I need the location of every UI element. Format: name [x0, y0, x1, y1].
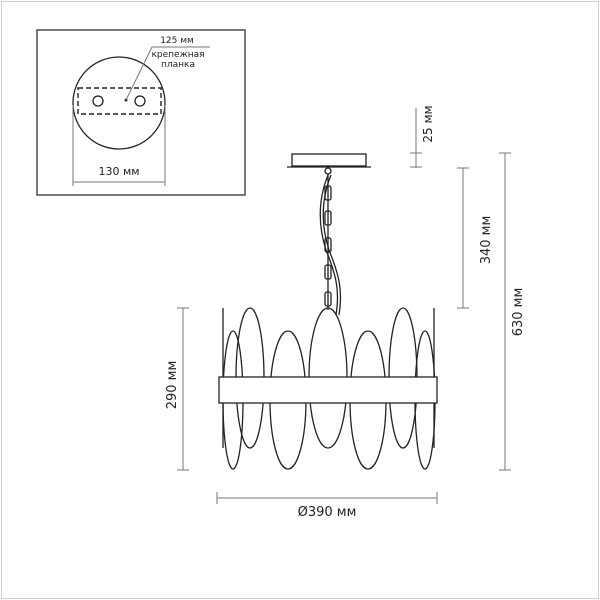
leader-line	[125, 46, 210, 101]
canopy-height-label: 25 мм	[421, 105, 435, 142]
dimension-canopy: 25 мм	[410, 105, 435, 168]
dimension-total-height: 630 мм	[499, 152, 526, 471]
mounting-bracket-outline	[77, 87, 162, 115]
plate-width-label: 130 мм	[98, 165, 139, 178]
screw-hole-right	[134, 95, 146, 107]
screw-hole-left	[92, 95, 104, 107]
diameter-label: Ø390 мм	[298, 505, 357, 520]
total-height-label: 630 мм	[511, 288, 526, 337]
body-height-label: 290 мм	[165, 361, 180, 410]
suspension-length-label: 340 мм	[479, 216, 494, 265]
dimension-body-height: 290 мм	[165, 307, 189, 471]
ring-band	[218, 376, 438, 404]
bracket-label-line2: планка	[161, 60, 195, 70]
plate-size-label: 125 мм	[160, 36, 194, 46]
mounting-inset: 125 мм крепежная планка 130 мм	[36, 29, 246, 196]
chandelier	[218, 153, 438, 470]
bracket-label-line1: крепежная	[151, 50, 204, 60]
dimension-diameter: Ø390 мм	[216, 492, 438, 520]
dimension-suspension: 340 мм	[457, 167, 494, 309]
ceiling-plate-circle	[72, 56, 166, 150]
canopy	[291, 153, 367, 167]
inset-frame	[36, 29, 246, 196]
chain	[319, 167, 342, 316]
